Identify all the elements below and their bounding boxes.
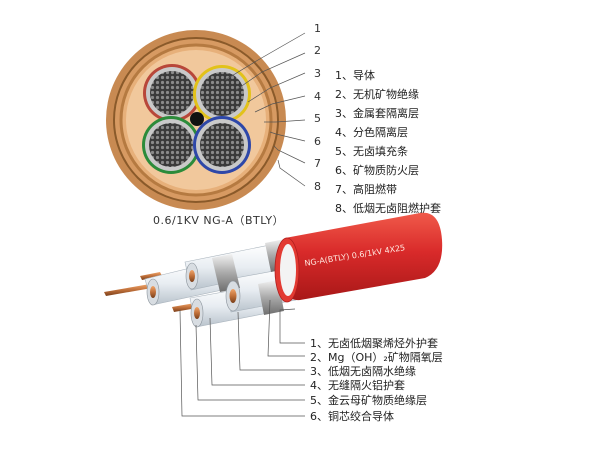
core-bottom-left [142, 116, 200, 174]
legend-item: 6、矿物质防火层 [335, 163, 419, 177]
callout-number: 6 [314, 135, 321, 148]
copper-wire-tips [104, 272, 197, 312]
legend-item: 2、Mg（OH）₂矿物隔氧层 [310, 350, 443, 364]
top-callout-numbers: 1 2 3 4 5 6 7 8 [314, 22, 321, 193]
red-outer-sheath [279, 212, 443, 301]
callout-number: 3 [314, 67, 321, 80]
core-top-left [143, 64, 201, 122]
core-bottom-right [193, 116, 251, 174]
legend-item: 1、导体 [335, 68, 375, 82]
center-filler [190, 112, 204, 126]
callout-number: 5 [314, 112, 321, 125]
legend-item: 7、高阻燃带 [335, 182, 397, 196]
callout-number: 4 [314, 90, 321, 103]
callout-number: 8 [314, 180, 321, 193]
legend-item: 1、无卤低烟聚烯烃外护套 [310, 336, 438, 350]
cable-illustration: NG-A(BTLY) 0.6/1kV 4X25 [104, 212, 443, 328]
legend-item: 4、分色隔离层 [335, 125, 408, 139]
core-top-right [193, 65, 251, 123]
legend-item: 3、低烟无卤隔水绝缘 [310, 364, 416, 378]
model-label: 0.6/1KV NG-A（BTLY） [153, 214, 284, 227]
legend-item: 5、金云母矿物质绝缘层 [310, 393, 427, 407]
callout-number: 2 [314, 44, 321, 57]
top-legend: 1、导体 2、无机矿物绝缘 3、金属套隔离层 4、分色隔离层 5、无卤填充条 6… [335, 68, 441, 215]
legend-item: 2、无机矿物绝缘 [335, 87, 419, 101]
legend-item: 5、无卤填充条 [335, 144, 408, 158]
top-leader-lines [224, 32, 306, 187]
legend-item: 6、铜芯绞合导体 [310, 409, 394, 423]
bottom-leader-lines [179, 299, 305, 417]
core-cross-ends [146, 262, 241, 328]
bottom-legend: 1、无卤低烟聚烯烃外护套 2、Mg（OH）₂矿物隔氧层 3、低烟无卤隔水绝缘 4… [310, 336, 443, 423]
legend-item: 4、无缝隔火铝护套 [310, 378, 405, 392]
legend-item: 3、金属套隔离层 [335, 106, 419, 120]
legend-item: 8、低烟无卤阻燃护套 [335, 201, 441, 215]
callout-number: 7 [314, 157, 321, 170]
callout-number: 1 [314, 22, 321, 35]
inner-white-layer [280, 244, 296, 296]
cable-cross-section [106, 30, 286, 210]
